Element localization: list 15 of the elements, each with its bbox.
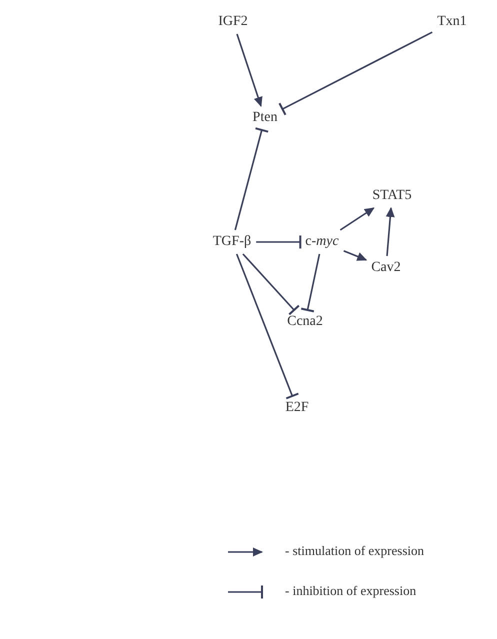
gene-label: E2F	[283, 399, 311, 417]
gene-label: TGF-β	[210, 233, 254, 251]
arrow	[236, 34, 262, 107]
legend-text: - stimulation of expression	[285, 543, 424, 559]
gene-label: Ccna2	[285, 313, 325, 331]
gene-label: Cav2	[369, 259, 403, 277]
gene-label: STAT5	[370, 187, 414, 205]
arrow	[343, 250, 368, 261]
arrow	[340, 207, 375, 231]
legend-text: - inhibition of expression	[285, 583, 416, 599]
gene-label: Pten	[250, 109, 280, 127]
gene-label: IGF2	[216, 13, 250, 31]
arrow	[386, 207, 395, 256]
gene-label: c-myc	[303, 233, 341, 251]
gene-label: Txn1	[435, 13, 469, 31]
